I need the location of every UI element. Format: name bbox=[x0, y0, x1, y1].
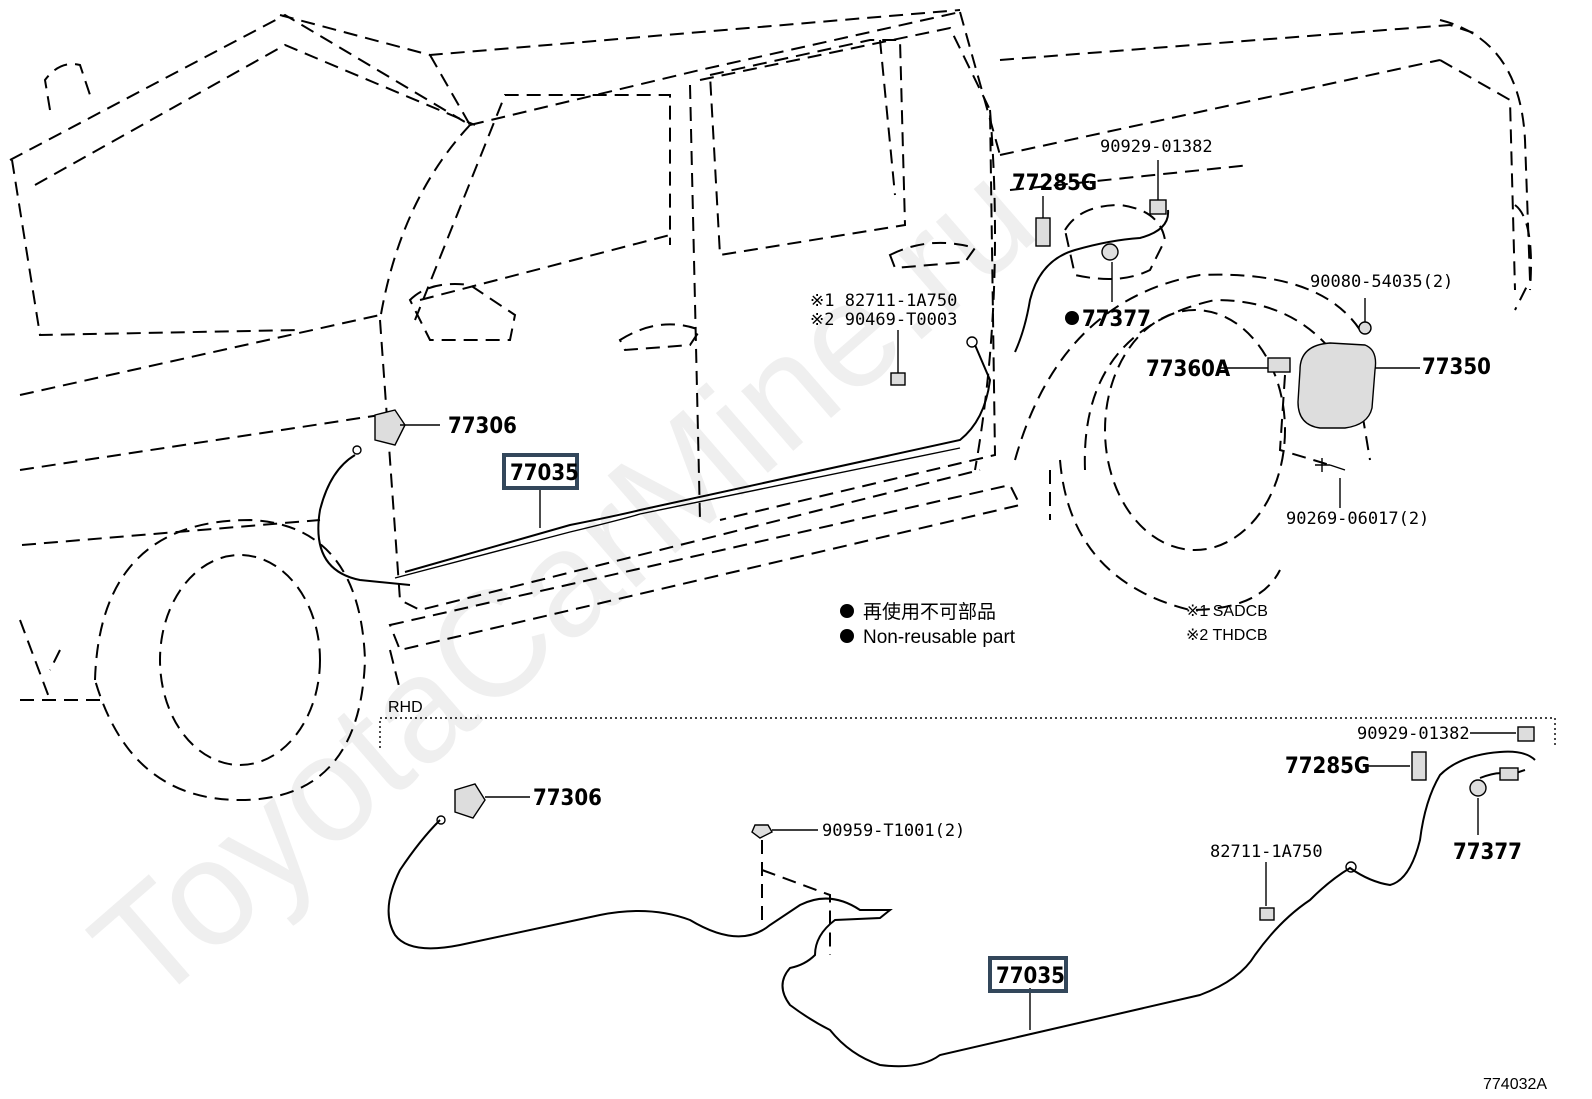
vehicle-outline bbox=[9, 9, 1532, 802]
guide-line bbox=[1278, 374, 1331, 466]
label-90959-rhd[interactable]: 90959-T1001(2) bbox=[822, 821, 965, 841]
label-77377-rhd[interactable]: 77377 bbox=[1453, 840, 1522, 865]
legend-note1: ※1 SADCB bbox=[1186, 603, 1268, 620]
label-90269[interactable]: 90269-06017(2) bbox=[1286, 509, 1429, 529]
legend-dot-icon-en bbox=[840, 629, 854, 643]
label-77377[interactable]: 77377 bbox=[1082, 307, 1151, 332]
part-90929-drawing bbox=[1149, 199, 1167, 215]
guide-line-lower bbox=[761, 840, 831, 955]
label-77285G[interactable]: 77285G bbox=[1012, 171, 1097, 196]
part-77285G-drawing bbox=[1035, 217, 1051, 247]
part-77377-lower-drawing bbox=[1469, 779, 1487, 797]
part-77285G-lower-drawing bbox=[1411, 751, 1427, 781]
label-77035[interactable]: 77035 bbox=[510, 461, 579, 486]
label-90080[interactable]: 90080-54035(2) bbox=[1310, 272, 1453, 292]
part-77306-upper-drawing bbox=[352, 409, 406, 455]
non-reusable-dot-icon bbox=[1065, 311, 1079, 325]
label-90929[interactable]: 90929-01382 bbox=[1100, 137, 1213, 157]
part-77306-lower-drawing bbox=[436, 783, 486, 825]
label-90929-rhd[interactable]: 90929-01382 bbox=[1357, 724, 1470, 744]
cable-upper bbox=[317, 209, 1170, 586]
legend-jp: 再使用不可部品 bbox=[863, 601, 996, 623]
part-90269-screw-drawing bbox=[1315, 458, 1346, 472]
part-cable-end-lower-drawing bbox=[1499, 767, 1519, 781]
label-77306[interactable]: 77306 bbox=[448, 414, 517, 439]
label-77285G-rhd[interactable]: 77285G bbox=[1285, 754, 1370, 779]
section-label-rhd: RHD bbox=[388, 699, 423, 716]
part-77377-drawing bbox=[1101, 243, 1119, 261]
legend-dot-icon-jp bbox=[840, 604, 854, 618]
cable-end-icon bbox=[966, 336, 978, 348]
highlight-box-77035 bbox=[502, 453, 579, 490]
leaders-upper bbox=[400, 160, 1420, 528]
part-77360A-drawing bbox=[1267, 357, 1291, 373]
leaders-lower bbox=[485, 732, 1516, 1030]
legend-note2: ※2 THDCB bbox=[1186, 627, 1268, 644]
label-77035-rhd[interactable]: 77035 bbox=[996, 964, 1065, 989]
part-90929-lower-drawing bbox=[1517, 726, 1535, 742]
part-90959-clip-drawing bbox=[751, 824, 773, 839]
label-77306-rhd[interactable]: 77306 bbox=[533, 786, 602, 811]
diagram-id: 774032A bbox=[1483, 1076, 1547, 1093]
label-77350[interactable]: 77350 bbox=[1422, 355, 1491, 380]
section-bracket bbox=[379, 717, 1556, 748]
highlight-box-77035-rhd bbox=[988, 956, 1068, 993]
part-82711-lower-drawing bbox=[1259, 907, 1275, 921]
part-clip-82711-drawing bbox=[890, 372, 906, 386]
label-82711-rhd[interactable]: 82711-1A750 bbox=[1210, 842, 1323, 862]
label-82711-note1[interactable]: ※1 82711-1A750 bbox=[810, 291, 957, 311]
legend-en: Non-reusable part bbox=[863, 627, 1016, 648]
label-77360A[interactable]: 77360A bbox=[1146, 357, 1231, 382]
part-90080-drawing bbox=[1358, 321, 1372, 335]
part-77350-fuel-door-drawing bbox=[1297, 342, 1377, 429]
label-90469-note2[interactable]: ※2 90469-T0003 bbox=[810, 310, 957, 330]
cable-end-lower-icon bbox=[1345, 861, 1357, 873]
